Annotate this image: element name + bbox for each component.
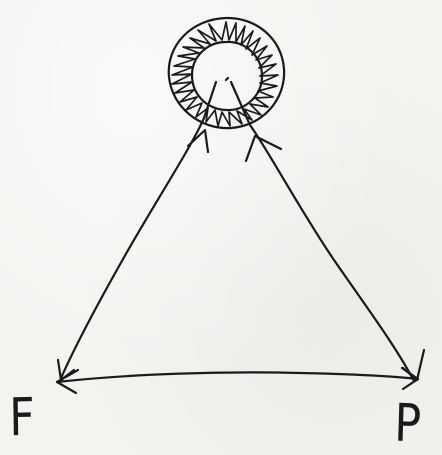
arrowhead-top-right	[246, 136, 281, 161]
edge-top-left	[58, 82, 216, 380]
top-node-outer-circle	[169, 18, 284, 128]
top-node-center-tick	[226, 78, 228, 80]
top-node-ring	[169, 18, 284, 128]
edge-left-right	[57, 368, 418, 393]
edge-top-right	[231, 82, 424, 381]
top-node-inner-circle	[192, 42, 262, 110]
node-label-left: F	[9, 392, 35, 445]
node-label-right: P	[394, 397, 422, 450]
